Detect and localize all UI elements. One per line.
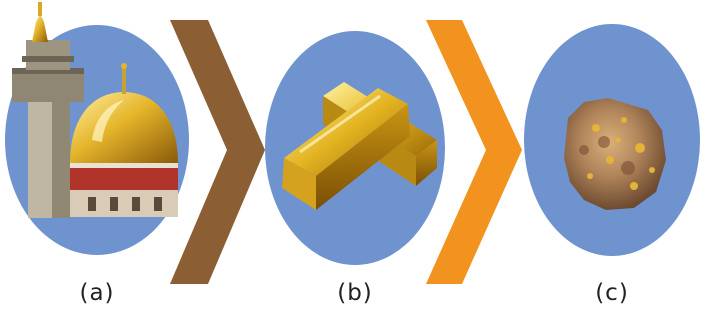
chevron-arrow-2 [426, 20, 522, 284]
minaret-gold-top [32, 14, 48, 42]
mosque-windows [88, 197, 162, 211]
minaret-upper [26, 40, 70, 70]
mosque-wall-trim [70, 160, 178, 168]
mosque-image [12, 2, 178, 218]
gold-bar-back-side [416, 140, 437, 186]
panel-c [524, 24, 700, 256]
panel-a [5, 2, 189, 255]
gold-bar-front-top [284, 88, 408, 176]
gold-bar-front-side [316, 104, 410, 210]
gold-bars-image [282, 82, 437, 210]
minaret-shaft-shade [52, 100, 70, 218]
dome-highlight [92, 100, 124, 142]
ore-gold-flecks [587, 117, 655, 190]
caption-c: (c) [595, 280, 629, 306]
gold-bar-front-face [282, 158, 316, 210]
panel-b [265, 31, 445, 265]
chevron-arrow-1 [170, 20, 265, 284]
golden-dome [70, 92, 178, 163]
gold-ore-image [564, 98, 666, 210]
dome-spire [122, 66, 126, 94]
ore-rock [564, 98, 666, 210]
caption-a: (a) [79, 280, 115, 306]
caption-b: (b) [337, 280, 373, 306]
